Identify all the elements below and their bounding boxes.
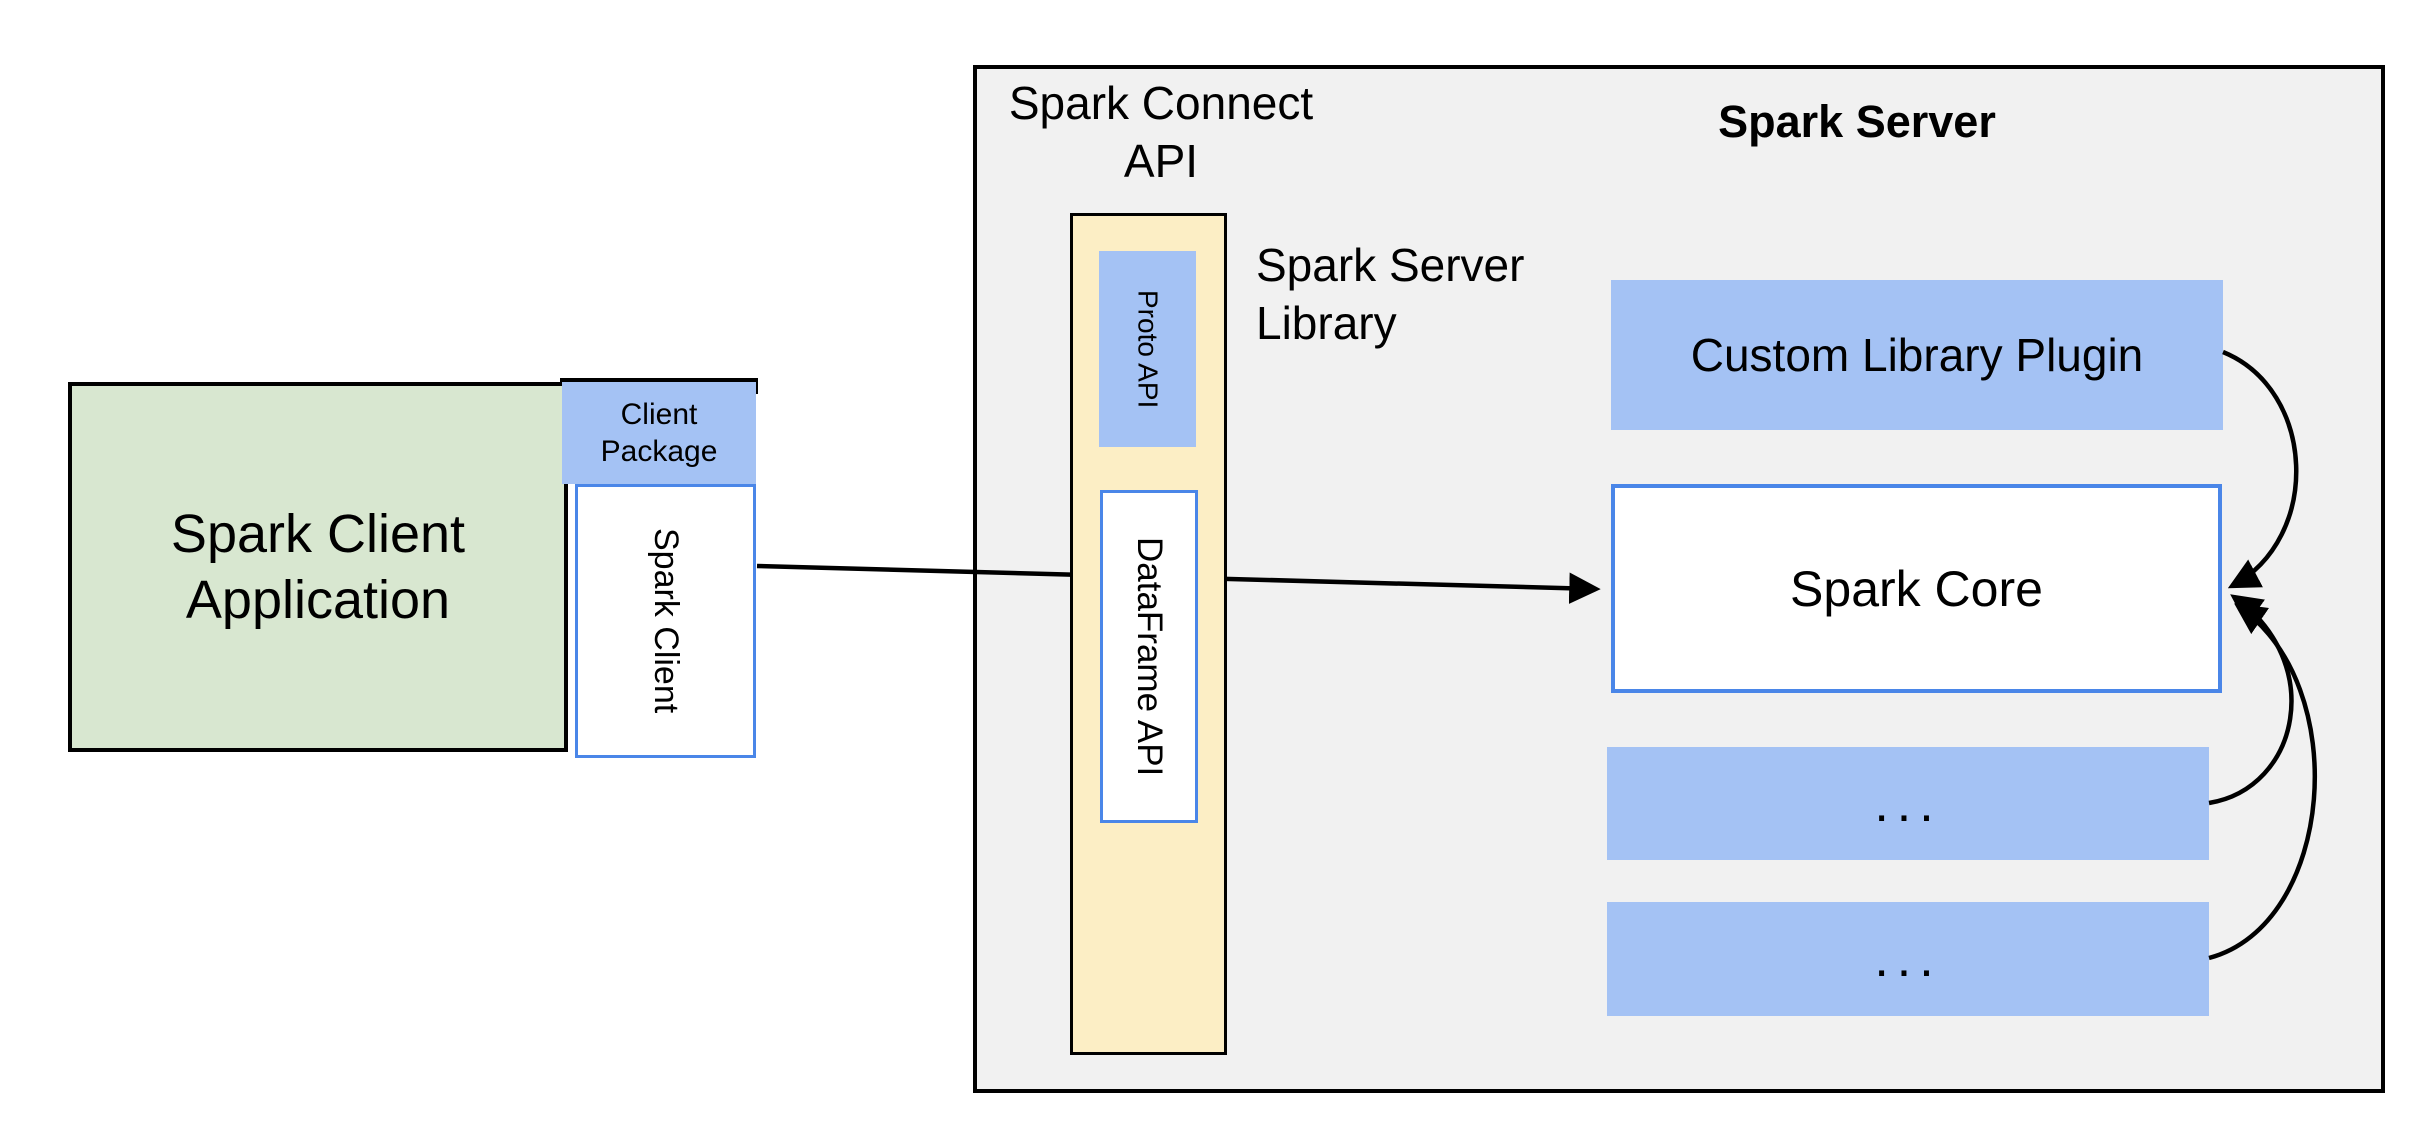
spark-connect-api-label: Spark Connect API [1000,74,1322,190]
more-plugins-box-2: ... [1607,902,2209,1016]
more-plugins-ellipsis-2: ... [1874,930,1942,988]
spark-server-library-label: Spark Server Library [1256,236,1616,352]
custom-library-plugin-box: Custom Library Plugin [1611,280,2223,430]
client-package-box: Client Package [562,382,756,484]
client-box-top-border-stub [754,378,758,394]
dataframe-api-box: DataFrame API [1100,490,1198,823]
proto-api-label: Proto API [1132,289,1164,409]
spark-server-library-label-line1: Spark Server [1256,239,1525,291]
spark-core-label: Spark Core [1790,560,2043,617]
client-package-label: Client Package [601,396,718,470]
spark-client-application-box: Spark Client Application [68,382,568,752]
client-package-label-line1: Client [620,398,698,431]
proto-api-box: Proto API [1099,251,1196,447]
dataframe-api-label: DataFrame API [1130,536,1169,777]
spark-client-box: Spark Client [575,484,756,758]
spark-connect-api-label-line1: Spark Connect [1008,77,1314,129]
spark-client-application-label-line1: Spark Client [170,504,466,564]
more-plugins-box-1: ... [1607,747,2209,860]
spark-server-library-label-line2: Library [1256,297,1397,349]
client-box-top-border-extension [560,378,758,382]
spark-client-application-label-line2: Application [185,570,451,630]
client-package-label-line2: Package [600,435,718,468]
spark-server-title: Spark Server [1718,96,1996,147]
spark-client-label: Spark Client [647,528,685,714]
spark-client-application-label: Spark Client Application [171,501,465,633]
more-plugins-ellipsis-1: ... [1874,774,1942,833]
custom-library-plugin-label: Custom Library Plugin [1690,329,2144,381]
spark-connect-api-label-line2: API [1123,135,1199,187]
spark-core-box: Spark Core [1611,484,2222,693]
